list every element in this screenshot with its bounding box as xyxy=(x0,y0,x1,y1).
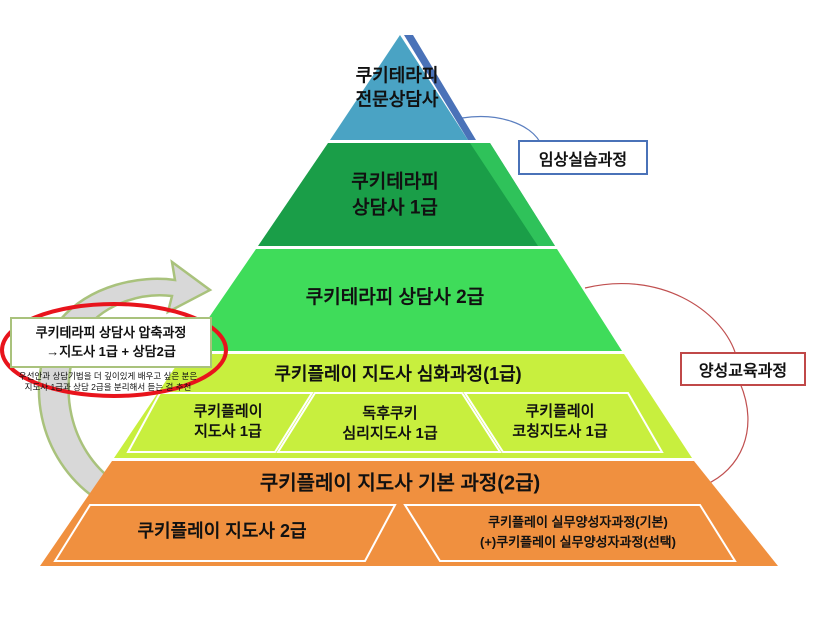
tier4-box-2-line2: 심리지도사 1급 xyxy=(342,425,438,442)
callout-note: 우선안과 상담기법을 더 깊이있게 배우고 싶은 분은 지도사 1급과 상담 2… xyxy=(19,371,197,393)
highlight-ellipse xyxy=(0,302,228,398)
clinical-connector xyxy=(461,115,541,143)
tier5-right-line1: 쿠키플레이 실무양성자과정(기본) xyxy=(488,514,668,530)
callout-note-line1: 우선안과 상담기법을 더 깊이있게 배우고 싶은 분은 xyxy=(18,370,198,381)
compressed-course-callout: 쿠키테라피 상담사 압축과정 →지도사 1급 + 상담2급 xyxy=(10,317,212,368)
tier-3-label: 쿠키테라피 상담사 2급 xyxy=(305,287,485,309)
tier5-box-outline-2 xyxy=(403,504,737,562)
training-course-label: 양성교육과정 xyxy=(680,352,806,386)
tier-5 xyxy=(40,461,778,566)
callout-note-line2: 지도사 1급과 상담 2급을 분리해서 듣는 걸 추천 xyxy=(24,382,192,392)
tier-2-line1: 쿠키테라피 xyxy=(351,171,439,193)
tier-3 xyxy=(186,249,622,351)
tier-top-line1: 쿠키테라피 xyxy=(355,65,439,86)
tier5-right-line2: (+)쿠키플레이 실무양성자과정(선택) xyxy=(480,534,676,549)
tier4-box-2: 독후쿠키 심리지도사 1급 xyxy=(342,404,437,445)
clinical-practice-label: 임상실습과정 xyxy=(518,140,648,175)
tier-2-label: 쿠키테라피 상담사 1급 xyxy=(351,169,438,220)
callout-line1: 쿠키테라피 상담사 압축과정 xyxy=(35,324,187,340)
callout-line2: →지도사 1급 + 상담2급 xyxy=(46,343,176,359)
tier-top xyxy=(330,35,468,140)
top-stripe xyxy=(404,35,476,140)
training-connector xyxy=(584,283,749,486)
tier-5-header: 쿠키플레이 지도사 기본 과정(2급) xyxy=(259,472,541,495)
tier-2 xyxy=(258,143,555,246)
tier4-box-3-line1: 쿠키플레이 xyxy=(525,402,595,420)
tier-4 xyxy=(114,354,692,458)
tier4-box-1: 쿠키플레이 지도사 1급 xyxy=(193,402,262,443)
tier-2-line2: 상담사 1급 xyxy=(352,197,438,218)
tier5-left-box: 쿠키플레이 지도사 2급 xyxy=(137,520,307,541)
tier4-box-3-line2: 코칭지도사 1급 xyxy=(512,423,608,440)
tier4-box-outline-3 xyxy=(463,392,664,453)
tier-top-line2: 전문상담사 xyxy=(355,90,439,110)
tier5-right-box: 쿠키플레이 실무양성자과정(기본) (+)쿠키플레이 실무양성자과정(선택) xyxy=(480,513,676,552)
tier4-box-1-line2: 지도사 1급 xyxy=(194,423,262,440)
tier4-box-outline-1 xyxy=(126,392,314,453)
tier4-box-1-line1: 쿠키플레이 xyxy=(193,402,263,420)
tier4-box-outline-2 xyxy=(276,392,502,453)
tier4-box-2-line1: 독후쿠키 xyxy=(362,404,418,422)
tier5-box-outline-1 xyxy=(53,504,397,562)
tier-top-label: 쿠키테라피 전문상담사 xyxy=(356,64,439,113)
tier4-box-3: 쿠키플레이 코칭지도사 1급 xyxy=(512,402,607,443)
tier-4-header: 쿠키플레이 지도사 심화과정(1급) xyxy=(274,363,522,384)
tier-2-stripe xyxy=(470,143,555,246)
